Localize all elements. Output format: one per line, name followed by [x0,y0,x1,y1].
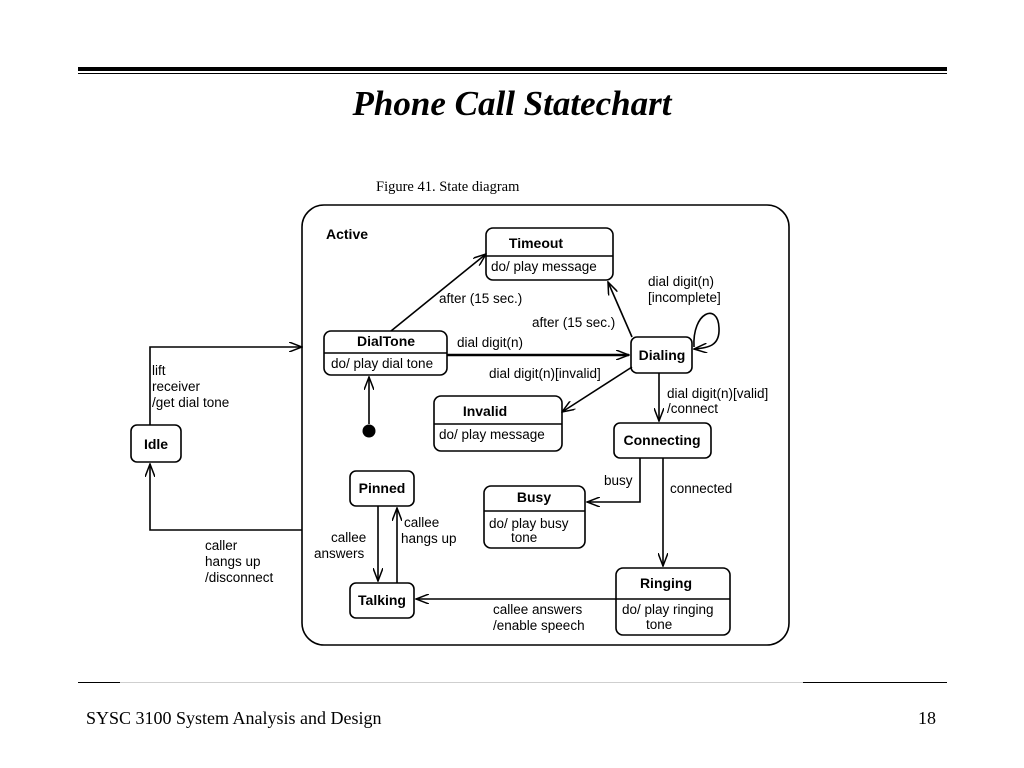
state-busy-activity-line2: tone [511,530,537,545]
state-dialtone: DialTone do/ play dial tone [323,330,448,376]
figure-caption: Figure 41. State diagram [376,179,520,195]
transition-pinned-talking-label-2: answers [314,546,365,561]
transition-callee-answers-label-2: /enable speech [493,618,585,633]
state-timeout: Timeout do/ play message [485,227,614,281]
transition-connected-label: connected [670,481,732,496]
transition-hangup-label-1: caller [205,538,238,553]
state-talking-name: Talking [358,592,406,608]
transition-hangup-label-3: /disconnect [205,570,274,585]
state-idle-name: Idle [144,436,168,452]
transition-self-loop-label-2: [incomplete] [648,290,721,305]
footer-rule-left [78,682,120,683]
transition-callee-hangs-up-label-1: callee [404,515,439,530]
state-connecting: Connecting [613,422,712,459]
transition-busy-label: busy [604,473,633,488]
footer-rule-right [803,682,947,683]
transition-callee-hangs-up-label-2: hangs up [401,531,457,546]
active-superstate-label: Active [326,226,368,242]
state-ringing-name: Ringing [640,575,692,591]
transition-dialing-timeout-label: after (15 sec.) [532,315,615,330]
state-timeout-activity: do/ play message [491,259,597,274]
transition-lift-label-2: receiver [152,379,201,394]
transition-lift-receiver [149,347,302,425]
transition-connecting-busy [587,458,641,502]
state-ringing-activity-line2: tone [646,617,672,632]
transition-lift-label-3: /get dial tone [152,395,229,410]
transition-caller-hangs-up [150,464,302,531]
transition-dial-digit-label: dial digit(n) [457,335,523,350]
state-talking: Talking [349,582,415,619]
state-pinned: Pinned [349,470,415,507]
transition-self-loop-label-1: dial digit(n) [648,274,714,289]
state-busy: Busy do/ play busy tone [483,485,586,549]
transition-dialing-self-loop [694,312,720,349]
footer-rule-middle [120,682,803,683]
state-ringing: Ringing do/ play ringing tone [615,567,731,636]
state-invalid: Invalid do/ play message [433,395,563,452]
state-idle: Idle [130,424,182,463]
transition-valid-label-2: /connect [667,401,718,416]
state-dialing-name: Dialing [639,347,686,363]
transition-valid-label-1: dial digit(n)[valid] [667,386,768,401]
initial-state-dot [362,424,376,438]
state-connecting-name: Connecting [624,432,701,448]
state-dialing: Dialing [630,336,693,374]
state-invalid-activity: do/ play message [439,427,545,442]
transition-lift-label-1: lift [152,363,166,378]
state-ringing-activity-line1: do/ play ringing [622,602,714,617]
header-rule-thick [78,67,947,71]
state-dialtone-name: DialTone [357,333,415,349]
state-pinned-name: Pinned [359,480,406,496]
slide-title: Phone Call Statechart [352,84,672,123]
state-busy-activity-line1: do/ play busy [489,516,569,531]
transition-dialtone-timeout [390,254,486,332]
transition-dialtone-timeout-label: after (15 sec.) [439,291,522,306]
transition-dialing-invalid [562,366,633,412]
transition-invalid-label: dial digit(n)[invalid] [489,366,601,381]
footer-page-number: 18 [918,708,936,728]
state-busy-name: Busy [517,489,551,505]
header-rule-thin [78,73,947,74]
transition-hangup-label-2: hangs up [205,554,261,569]
transition-dialing-timeout [608,282,633,338]
state-timeout-name: Timeout [509,235,564,251]
transition-callee-answers-label-1: callee answers [493,602,583,617]
state-invalid-name: Invalid [463,403,507,419]
footer-course-title: SYSC 3100 System Analysis and Design [86,708,382,728]
state-dialtone-activity: do/ play dial tone [331,356,433,371]
transition-pinned-talking-label-1: callee [331,530,366,545]
